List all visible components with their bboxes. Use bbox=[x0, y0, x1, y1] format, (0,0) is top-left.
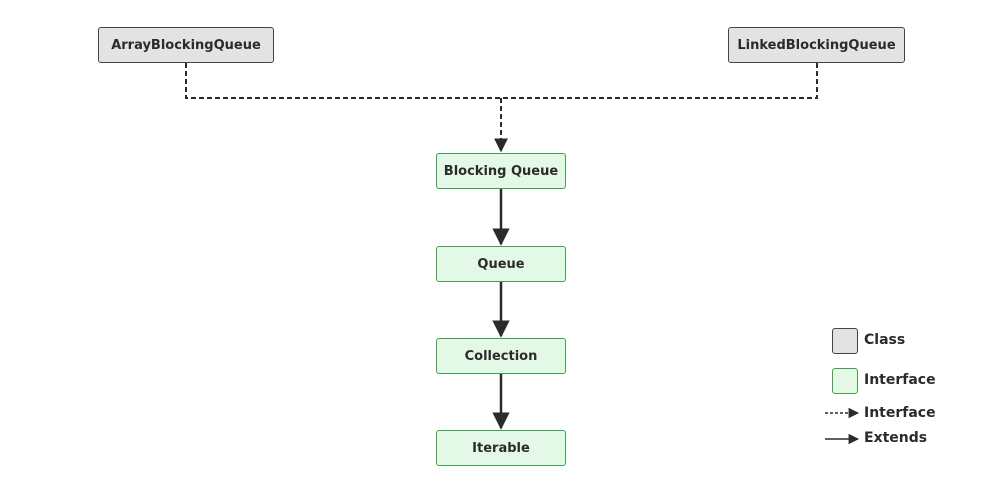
node-queue: Queue bbox=[436, 246, 566, 282]
dashed-connector-linked bbox=[501, 63, 818, 99]
legend-interface-label: Interface bbox=[864, 372, 936, 388]
node-blocking-queue: Blocking Queue bbox=[436, 153, 566, 189]
legend-dashed-arrow-label: Interface bbox=[864, 405, 936, 421]
node-iterable: Iterable bbox=[436, 430, 566, 466]
legend-class-label: Class bbox=[864, 332, 906, 348]
node-array-blocking-queue: ArrayBlockingQueue bbox=[98, 27, 274, 63]
node-collection: Collection bbox=[436, 338, 566, 374]
legend-interface-swatch bbox=[832, 368, 858, 394]
dashed-connector-array bbox=[185, 63, 501, 99]
legend-solid-arrow-label: Extends bbox=[864, 430, 928, 446]
legend-class-swatch bbox=[832, 328, 858, 354]
node-linked-blocking-queue: LinkedBlockingQueue bbox=[728, 27, 905, 63]
